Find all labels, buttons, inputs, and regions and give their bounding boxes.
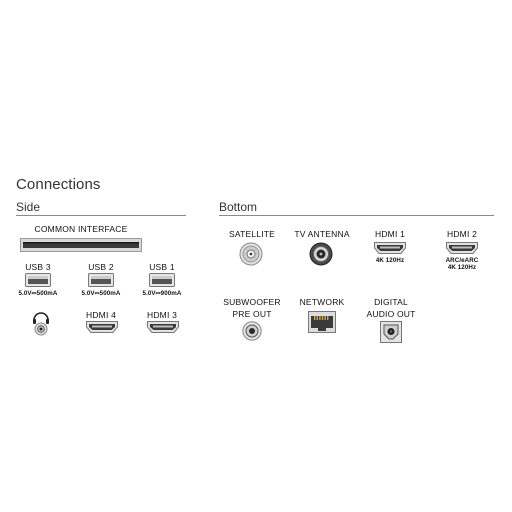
bottom-section-label: Bottom (219, 200, 258, 214)
hdmi-port-icon (86, 321, 118, 333)
hdmi4-label: HDMI 4 (85, 310, 116, 320)
hdmi2-spec-arc: ARC/eARC (445, 257, 479, 264)
digital-audio-label: DIGITAL (374, 297, 408, 307)
subwoofer-jack-icon (242, 321, 262, 341)
hdmi2-label: HDMI 2 (446, 229, 477, 239)
hdmi2-spec-res: 4K 120Hz (447, 264, 477, 271)
headphone-jack-icon (30, 308, 52, 336)
satellite-label: SATELLITE (228, 229, 276, 239)
usb3-spec: 5.0V⎓500mA (18, 290, 58, 297)
usb2-spec: 5.0V⎓500mA (81, 290, 121, 297)
common-interface-slot-icon (20, 238, 142, 252)
side-section-label: Side (16, 200, 41, 214)
hdmi1-spec: 4K 120Hz (375, 257, 405, 264)
hdmi-port-icon (147, 321, 179, 333)
tv-antenna-label: TV ANTENNA (294, 229, 350, 239)
subwoofer-label: SUBWOOFER (223, 297, 281, 307)
side-divider (16, 215, 186, 216)
page-title: Connections (16, 176, 101, 193)
common-interface-label: COMMON INTERFACE (34, 224, 128, 234)
hdmi-port-icon (374, 242, 406, 254)
usb-port-icon (149, 273, 175, 287)
usb3-label: USB 3 (25, 262, 51, 272)
hdmi-port-icon (446, 242, 478, 254)
network-label: NETWORK (299, 297, 345, 307)
usb2-label: USB 2 (88, 262, 114, 272)
usb1-label: USB 1 (149, 262, 175, 272)
bottom-divider (219, 215, 494, 216)
antenna-connector-icon (309, 242, 333, 266)
subwoofer-label-2: PRE OUT (232, 309, 272, 319)
usb-port-icon (25, 273, 51, 287)
optical-audio-port-icon (380, 321, 402, 343)
usb1-spec: 5.0V⎓900mA (142, 290, 182, 297)
satellite-connector-icon (239, 242, 263, 266)
hdmi1-label: HDMI 1 (374, 229, 405, 239)
ethernet-port-icon (308, 311, 336, 333)
digital-audio-label-2: AUDIO OUT (366, 309, 416, 319)
usb-port-icon (88, 273, 114, 287)
hdmi3-label: HDMI 3 (146, 310, 177, 320)
